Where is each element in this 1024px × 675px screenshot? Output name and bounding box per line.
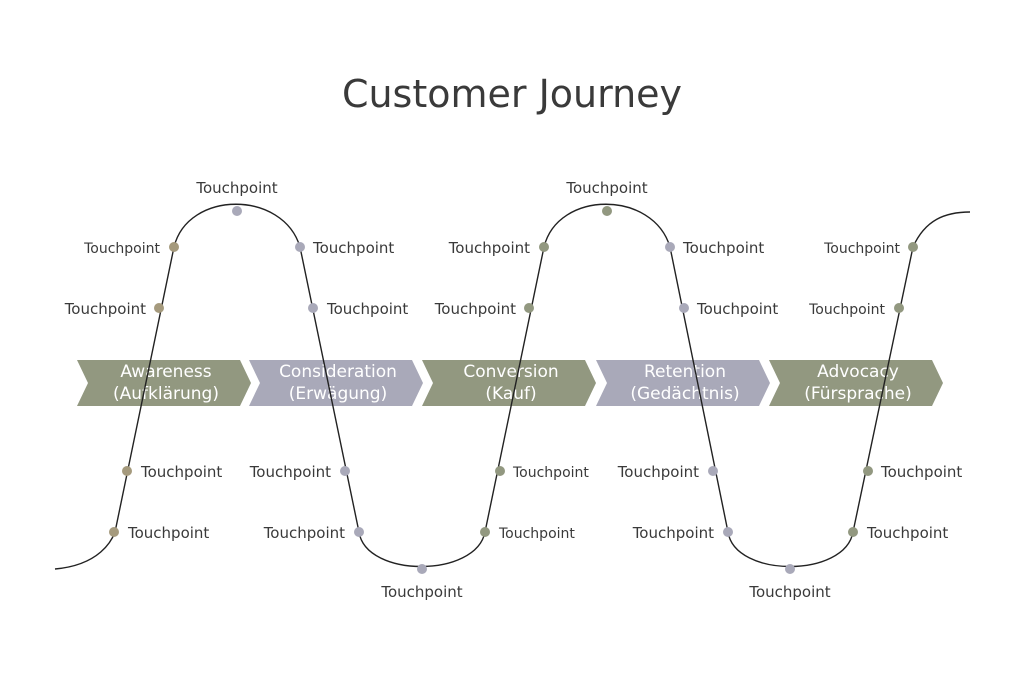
- touchpoint: Touchpoint: [632, 524, 733, 542]
- touchpoint-dot: [848, 527, 858, 537]
- touchpoints-layer: TouchpointTouchpointTouchpointTouchpoint…: [64, 179, 963, 601]
- touchpoint: Touchpoint: [109, 524, 209, 542]
- touchpoint-label: Touchpoint: [880, 463, 962, 481]
- touchpoint: Touchpoint: [64, 300, 164, 318]
- touchpoint-label: Touchpoint: [512, 465, 589, 481]
- stage-shape: [249, 360, 423, 406]
- touchpoint: Touchpoint: [848, 524, 948, 542]
- stage-label: Consideration: [279, 362, 397, 382]
- touchpoint-label: Touchpoint: [127, 524, 209, 542]
- touchpoint: Touchpoint: [448, 239, 549, 257]
- touchpoint-dot: [908, 242, 918, 252]
- touchpoint-dot: [480, 527, 490, 537]
- touchpoint-dot: [232, 206, 242, 216]
- touchpoint: Touchpoint: [249, 463, 350, 481]
- stage-shape: [77, 360, 251, 406]
- touchpoint-label: Touchpoint: [682, 239, 764, 257]
- touchpoint-label: Touchpoint: [696, 300, 778, 318]
- stage-label: (Aufklärung): [113, 384, 219, 404]
- touchpoint-dot: [295, 242, 305, 252]
- touchpoint-dot: [417, 564, 427, 574]
- touchpoint-dot: [539, 242, 549, 252]
- touchpoint-label: Touchpoint: [866, 524, 948, 542]
- touchpoint-label: Touchpoint: [565, 179, 647, 197]
- touchpoint-dot: [340, 466, 350, 476]
- touchpoint-label: Touchpoint: [632, 524, 714, 542]
- touchpoint: Touchpoint: [480, 526, 575, 542]
- stage-label: Retention: [644, 362, 726, 382]
- stage-label: (Kauf): [485, 384, 536, 404]
- touchpoint: Touchpoint: [380, 564, 463, 601]
- touchpoint-label: Touchpoint: [83, 241, 160, 257]
- touchpoint-dot: [863, 466, 873, 476]
- touchpoint: Touchpoint: [495, 465, 589, 481]
- touchpoint-dot: [495, 466, 505, 476]
- touchpoint: Touchpoint: [83, 241, 179, 257]
- stage-chevron: Retention(Gedächtnis): [596, 360, 770, 406]
- touchpoint-dot: [602, 206, 612, 216]
- touchpoint: Touchpoint: [748, 564, 831, 601]
- touchpoint-label: Touchpoint: [808, 302, 885, 318]
- touchpoint-dot: [354, 527, 364, 537]
- touchpoint-label: Touchpoint: [380, 583, 462, 601]
- touchpoint: Touchpoint: [122, 463, 222, 481]
- touchpoint: Touchpoint: [263, 524, 364, 542]
- stage-label: Advocacy: [817, 362, 899, 382]
- stage-chevron: Consideration(Erwägung): [249, 360, 423, 406]
- touchpoint-label: Touchpoint: [140, 463, 222, 481]
- stage-label: Awareness: [120, 362, 211, 382]
- touchpoint: Touchpoint: [434, 300, 534, 318]
- touchpoint: Touchpoint: [823, 241, 918, 257]
- touchpoint: Touchpoint: [679, 300, 778, 318]
- stage-label: (Fürsprache): [804, 384, 912, 404]
- touchpoint-label: Touchpoint: [748, 583, 830, 601]
- touchpoint-label: Touchpoint: [326, 300, 408, 318]
- diagram-title: Customer Journey: [341, 72, 683, 116]
- touchpoint: Touchpoint: [617, 463, 718, 481]
- touchpoint-dot: [308, 303, 318, 313]
- touchpoint-dot: [524, 303, 534, 313]
- touchpoint: Touchpoint: [308, 300, 408, 318]
- touchpoint-label: Touchpoint: [448, 239, 530, 257]
- touchpoint: Touchpoint: [665, 239, 764, 257]
- touchpoint-dot: [679, 303, 689, 313]
- touchpoint: Touchpoint: [863, 463, 962, 481]
- touchpoint-dot: [894, 303, 904, 313]
- stages-layer: Awareness(Aufklärung)Consideration(Erwäg…: [77, 360, 943, 406]
- touchpoint-dot: [785, 564, 795, 574]
- stage-chevron: Conversion(Kauf): [422, 360, 596, 406]
- touchpoint: Touchpoint: [808, 302, 904, 318]
- touchpoint-label: Touchpoint: [498, 526, 575, 542]
- touchpoint-label: Touchpoint: [823, 241, 900, 257]
- stage-shape: [769, 360, 943, 406]
- touchpoint-dot: [169, 242, 179, 252]
- stage-shape: [422, 360, 596, 406]
- touchpoint-label: Touchpoint: [434, 300, 516, 318]
- stage-chevron: Awareness(Aufklärung): [77, 360, 251, 406]
- touchpoint-label: Touchpoint: [249, 463, 331, 481]
- touchpoint-label: Touchpoint: [617, 463, 699, 481]
- touchpoint-label: Touchpoint: [312, 239, 394, 257]
- touchpoint-dot: [708, 466, 718, 476]
- touchpoint: Touchpoint: [195, 179, 278, 216]
- touchpoint-dot: [723, 527, 733, 537]
- touchpoint-dot: [109, 527, 119, 537]
- touchpoint: Touchpoint: [565, 179, 648, 216]
- stage-label: Conversion: [463, 362, 558, 382]
- stage-chevron: Advocacy(Fürsprache): [769, 360, 943, 406]
- touchpoint-dot: [122, 466, 132, 476]
- stage-label: (Gedächtnis): [630, 384, 739, 404]
- touchpoint-dot: [154, 303, 164, 313]
- touchpoint-dot: [665, 242, 675, 252]
- stage-shape: [596, 360, 770, 406]
- touchpoint-label: Touchpoint: [64, 300, 146, 318]
- touchpoint-label: Touchpoint: [195, 179, 277, 197]
- stage-label: (Erwägung): [289, 384, 387, 404]
- touchpoint: Touchpoint: [295, 239, 394, 257]
- touchpoint-label: Touchpoint: [263, 524, 345, 542]
